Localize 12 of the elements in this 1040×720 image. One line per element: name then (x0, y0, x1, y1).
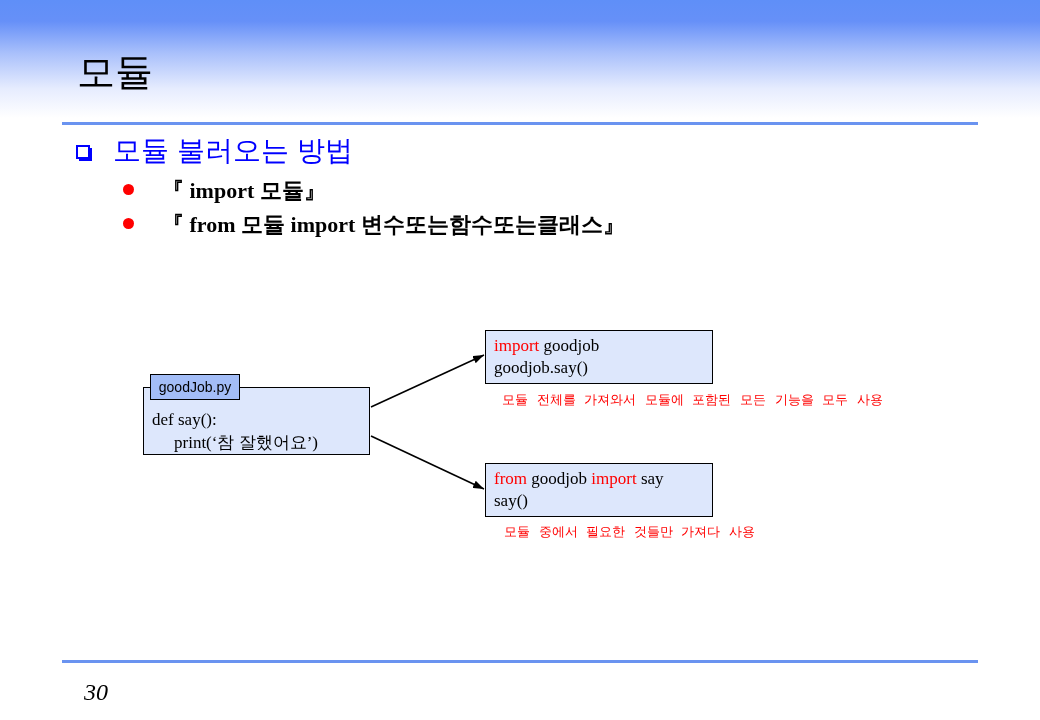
note-text: 모듈 전체를 가져와서 모듈에 포함된 모든 기능을 모두 사용 (502, 391, 883, 409)
bullet-text: 『 import 모듈』 (162, 177, 326, 205)
bullet-text: 『 from 모듈 import 변수또는함수또는클래스』 (162, 211, 625, 239)
slide-title: 모듈 (77, 50, 153, 95)
page-number: 30 (84, 678, 108, 707)
code-box: import goodjob goodjob.say() (485, 330, 713, 384)
file-tab: goodJob.py (150, 374, 240, 400)
arrow (370, 435, 485, 490)
section-heading: 모듈 불러오는 방법 (113, 136, 353, 166)
note-text: 모듈 중에서 필요한 것들만 가져다 사용 (504, 523, 756, 541)
code-box: from goodjob import say say() (485, 463, 713, 517)
arrow (370, 354, 485, 408)
